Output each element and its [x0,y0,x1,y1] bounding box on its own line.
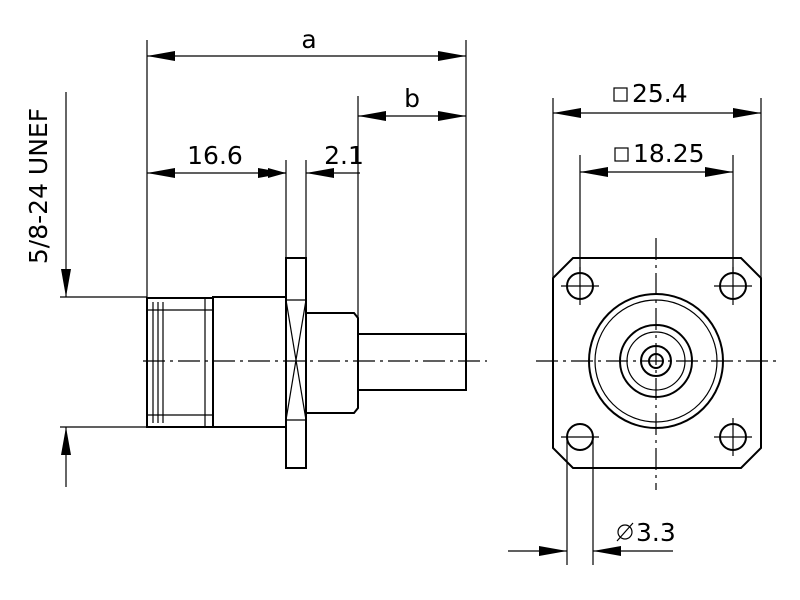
dimension-b: b [358,84,466,121]
dimension-2-1: 2.1 [268,141,364,178]
connector-body [212,296,287,428]
square-inner-label: 18.25 [633,139,705,168]
dimension-a-label: a [301,25,316,54]
dimension-square-25-4: 25.4 [553,79,761,118]
flange-square [552,257,762,469]
square-symbol [614,147,629,162]
dimension-16-6: 16.6 [147,141,286,178]
dimension-2-1-label: 2.1 [324,141,364,170]
diameter-symbol [616,522,634,542]
dimension-16-6-label: 16.6 [187,141,243,170]
thread-label: 5/8-24 UNEF [24,108,53,264]
rear-boss [306,312,359,414]
dimension-diameter-3-3: 3.3 [508,518,676,556]
flange-side [285,257,307,469]
hole-diameter-label: 3.3 [636,518,676,547]
side-view [143,257,487,469]
dimension-b-label: b [404,84,420,113]
dimension-a: a [147,25,466,61]
square-symbol [613,87,628,102]
front-view [536,238,778,490]
tail-pin [357,333,467,391]
dimension-thread: 5/8-24 UNEF [24,92,71,487]
square-outer-label: 25.4 [632,79,688,108]
dimension-square-18-25: 18.25 [580,139,733,177]
coupling-nut [146,297,214,428]
